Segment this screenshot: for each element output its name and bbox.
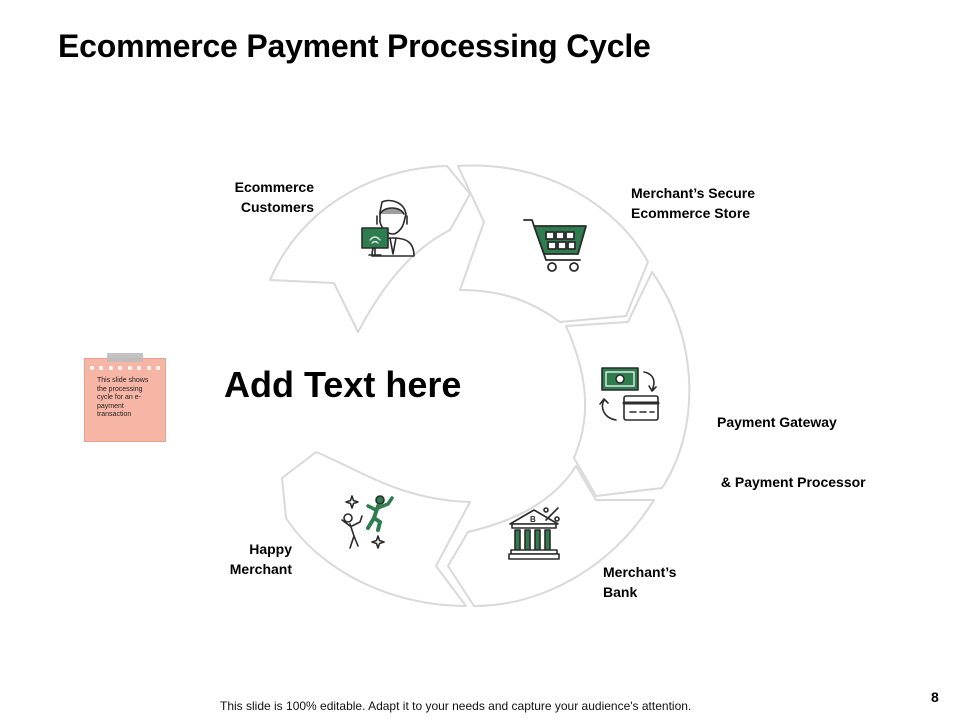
stage-label-customers: Ecommerce Customers (234, 179, 314, 215)
cash-card-exchange-icon (599, 367, 660, 421)
sticky-note-text: This slide shows the processing cycle fo… (97, 377, 149, 419)
celebrating-people-icon (341, 495, 394, 549)
cycle-segment-customers (269, 165, 471, 333)
shopping-cart-icon (523, 219, 587, 272)
svg-text:B: B (530, 515, 536, 524)
cycle-segment-merchant (281, 451, 471, 607)
sticky-note-tape (107, 353, 143, 362)
cycle-ring (269, 164, 691, 607)
sticky-note-dots (90, 366, 160, 372)
sticky-note (84, 358, 166, 442)
customer-at-computer-icon (361, 199, 415, 257)
footer-text: This slide is 100% editable. Adapt it to… (220, 699, 692, 713)
stage-label-gateway: Payment Gateway & Payment Processor (717, 414, 866, 490)
stage-label-bank: Merchant’s Bank (603, 564, 677, 600)
cycle-segment-bank (447, 465, 655, 607)
center-placeholder-text[interactable]: Add Text here (224, 364, 462, 405)
page-title: Ecommerce Payment Processing Cycle (58, 28, 651, 64)
stage-label-merchant: Happy Merchant (229, 541, 292, 577)
bank-icon: B (508, 507, 560, 560)
stage-label-store: Merchant’s Secure Ecommerce Store (631, 185, 755, 221)
page-number: 8 (931, 689, 939, 705)
